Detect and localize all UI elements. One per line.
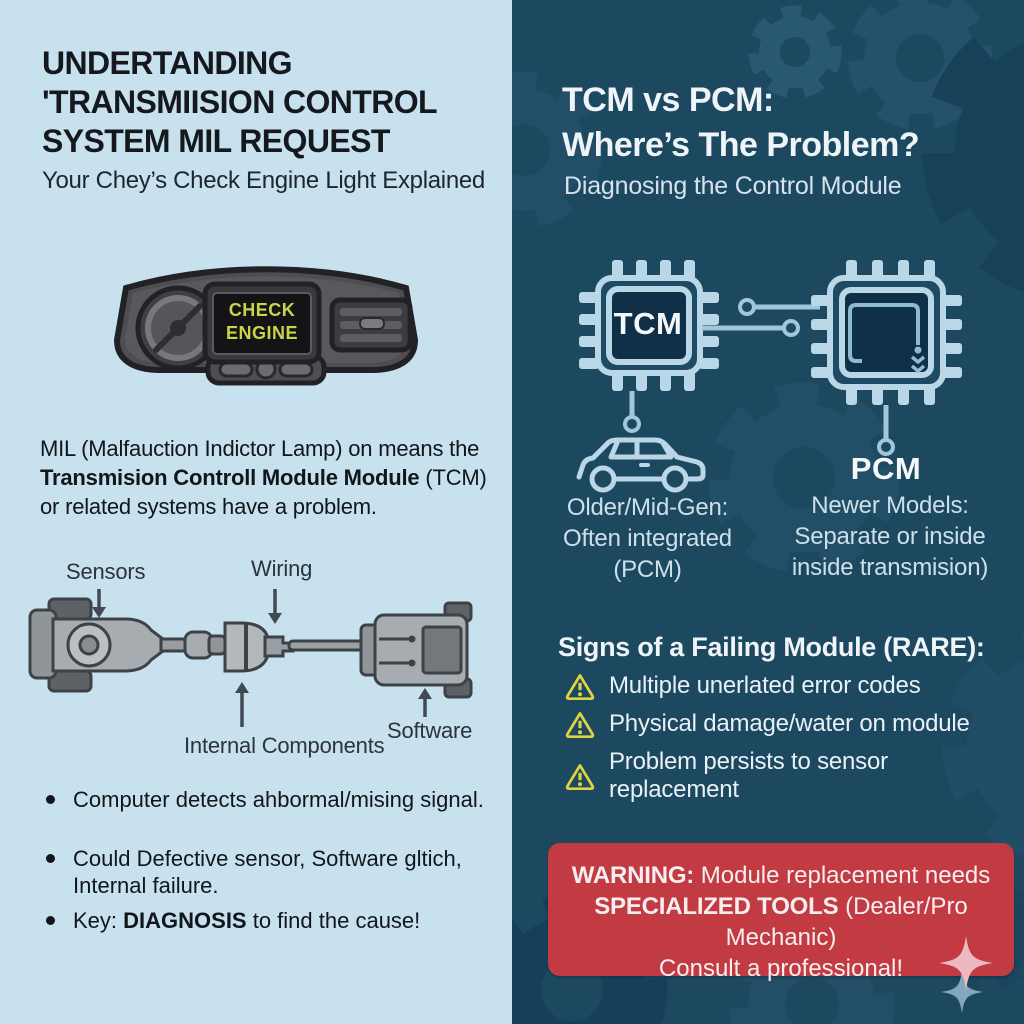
dashboard-illustration [113, 266, 419, 386]
sign-text: Problem persists to sensor replacement [609, 748, 888, 803]
sparkle-icon [939, 936, 993, 1013]
gear-icon [922, 7, 1024, 293]
diagram-label-sensors: Sensors [66, 559, 146, 584]
diagram-label-internal-components: Internal Components [184, 733, 385, 758]
list-item: Key: DIAGNOSIS to find the cause! [44, 907, 496, 934]
bullet-text: to find the cause! [246, 908, 421, 933]
check-engine-light: CHECK ENGINE [213, 299, 311, 345]
left-subtitle: Your Chey’s Check Engine Light Explained [42, 167, 485, 194]
right-title-line: TCM vs PCM: [562, 81, 774, 119]
bullet-text: Key: [73, 908, 124, 933]
warning-bold-text: SPECIALIZED TOOLS [594, 893, 839, 920]
warning-text: Module replacement needs [694, 862, 991, 889]
check-engine-word: CHECK [228, 300, 296, 320]
warning-triangle-icon [565, 711, 595, 738]
dash-button [278, 361, 314, 378]
warning-bold-text: WARNING: [571, 862, 695, 889]
tcm-chip-icon [579, 260, 719, 391]
left-panel: UNDERTANDING 'TRANSMIISION CONTROL SYSTE… [0, 0, 512, 1024]
wiring-cable [287, 639, 369, 652]
pcm-chip-label: PCM [850, 451, 922, 486]
diagram-label-wiring: Wiring [251, 556, 313, 581]
tcm-pcm-illustration [576, 260, 962, 493]
circuit-traces [623, 298, 895, 456]
middle-plug [223, 621, 295, 673]
caption-line: inside transmision) [791, 554, 989, 581]
warning-box: WARNING: Module replacement needs SPECIA… [548, 843, 1014, 982]
check-engine-word: ENGINE [225, 323, 298, 343]
left-title-line: SYSTEM MIL REQUEST [42, 123, 390, 159]
warning-screen [202, 281, 322, 365]
signs-heading: Signs of a Failing Module (RARE): [558, 632, 985, 662]
left-title-line: UNDERTANDING [42, 45, 293, 81]
arrow-up-icon [418, 688, 432, 717]
gauge-icon [135, 285, 221, 371]
gear-icon [708, 382, 900, 574]
paragraph-bold-text: Transmision Controll Module Module [40, 465, 420, 490]
list-item: Multiple unerlated error codes [565, 672, 1024, 700]
gear-icon [748, 5, 842, 99]
sign-text: Physical damage/water on module [609, 710, 970, 737]
warning-line: SPECIALIZED TOOLS (Dealer/Pro Mechanic) [548, 891, 1014, 953]
diagram-label-software: Software [387, 718, 473, 743]
dash-button [218, 361, 254, 378]
warning-triangle-icon [565, 763, 595, 790]
sensor-connector [28, 597, 227, 693]
list-item: Could Defective sensor, Software gltich,… [44, 845, 496, 899]
bullet-text: Computer detects ahbormal/mising signal. [73, 787, 484, 812]
arrow-down-icon [268, 589, 282, 624]
caption-line: Separate or inside [794, 523, 986, 550]
list-item: Problem persists to sensor replacement [565, 748, 1024, 804]
control-module [359, 601, 473, 699]
bullet-dot [46, 916, 55, 925]
right-title: TCM vs PCM: Where’s The Problem? [562, 78, 920, 168]
pcm-chip-icon [811, 260, 962, 405]
arrow-up-icon [235, 682, 249, 727]
right-title-line: Where’s The Problem? [562, 126, 920, 164]
right-subtitle: Diagnosing the Control Module [564, 172, 902, 200]
warning-text: (Dealer/Pro Mechanic) [725, 893, 968, 951]
caption-line: Older/Mid-Gen: [566, 494, 729, 521]
caption-line: Often integrated (PCM) [563, 525, 732, 583]
gear-icon [512, 72, 602, 228]
pcm-caption: Newer Models: Separate or inside inside … [780, 490, 1000, 583]
warning-line: Consult a professional! [658, 955, 904, 982]
signs-list: Multiple unerlated error codes Physical … [565, 672, 1024, 814]
warning-triangle-icon [565, 673, 595, 700]
module-connector-illustration [28, 589, 473, 727]
bullet-bold-text: DIAGNOSIS [123, 908, 247, 933]
tcm-caption: Older/Mid-Gen: Often integrated (PCM) [530, 492, 765, 585]
left-title-line: 'TRANSMIISION CONTROL [42, 84, 438, 120]
sign-text: Multiple unerlated error codes [609, 672, 921, 699]
gear-icon [942, 634, 1024, 856]
list-item: Physical damage/water on module [565, 710, 1024, 738]
list-item: Computer detects ahbormal/mising signal. [44, 786, 496, 813]
left-title: UNDERTANDING 'TRANSMIISION CONTROL SYSTE… [42, 44, 438, 161]
vent-icon [329, 297, 413, 353]
bullet-dot [46, 795, 55, 804]
paragraph-text: MIL (Malfauction Indictor Lamp) on means… [40, 436, 480, 461]
tcm-chip-label: TCM [613, 306, 683, 341]
right-panel: TCM vs PCM: Where’s The Problem? Diagnos… [512, 0, 1024, 1024]
bullet-text: Could Defective sensor, Software gltich,… [73, 846, 462, 898]
arrow-down-icon [92, 589, 106, 618]
key-points-list: Computer detects ahbormal/mising signal.… [44, 786, 496, 934]
paragraph-text: (TCM) or related systems have a problem. [40, 465, 487, 519]
mil-paragraph: MIL (Malfauction Indictor Lamp) on means… [40, 434, 510, 521]
caption-line: Newer Models: [811, 492, 969, 519]
warning-line: WARNING: Module replacement needs [548, 860, 1014, 891]
bullet-dot [46, 854, 55, 863]
car-icon [576, 437, 706, 493]
